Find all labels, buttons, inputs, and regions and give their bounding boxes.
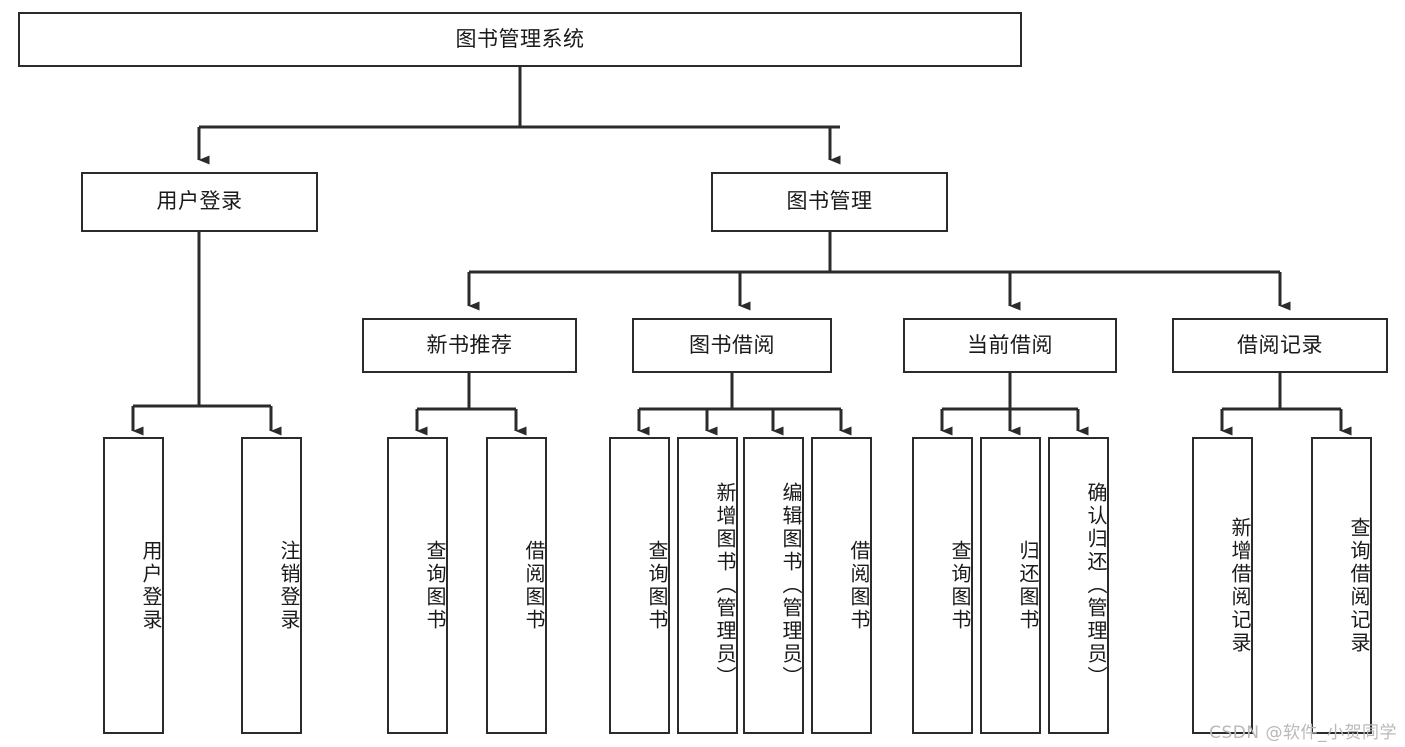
leaf-book-borrow-query-book[interactable]: 查询图书	[609, 437, 670, 734]
leaf-book-borrow-edit-book-admin[interactable]: 编辑图书（管理员）	[743, 437, 804, 734]
node-new-book-recommend[interactable]: 新书推荐	[362, 318, 577, 373]
node-current-borrow[interactable]: 当前借阅	[903, 318, 1117, 373]
leaf-book-borrow-add-book-admin[interactable]: 新增图书（管理员）	[677, 437, 738, 734]
leaf-current-borrow-return-book[interactable]: 归还图书	[980, 437, 1041, 734]
leaf-user-login-login[interactable]: 用户登录	[103, 437, 164, 734]
node-borrow-record[interactable]: 借阅记录	[1172, 318, 1388, 373]
leaf-user-login-logout[interactable]: 注销登录	[241, 437, 302, 734]
leaf-new-book-borrow-book[interactable]: 借阅图书	[486, 437, 547, 734]
leaf-current-borrow-query-book[interactable]: 查询图书	[912, 437, 973, 734]
leaf-borrow-record-query-record[interactable]: 查询借阅记录	[1311, 437, 1372, 734]
node-root-book-management-system[interactable]: 图书管理系统	[18, 12, 1022, 67]
csdn-watermark: CSDN @软件_小贺同学	[1209, 723, 1397, 743]
leaf-borrow-record-add-record[interactable]: 新增借阅记录	[1192, 437, 1253, 734]
node-book-management[interactable]: 图书管理	[711, 172, 948, 232]
leaf-new-book-query-book[interactable]: 查询图书	[387, 437, 448, 734]
leaf-current-borrow-confirm-return-admin[interactable]: 确认归还（管理员）	[1048, 437, 1109, 734]
node-book-borrow[interactable]: 图书借阅	[632, 318, 832, 373]
leaf-book-borrow-borrow-book[interactable]: 借阅图书	[811, 437, 872, 734]
node-user-login[interactable]: 用户登录	[81, 172, 318, 232]
